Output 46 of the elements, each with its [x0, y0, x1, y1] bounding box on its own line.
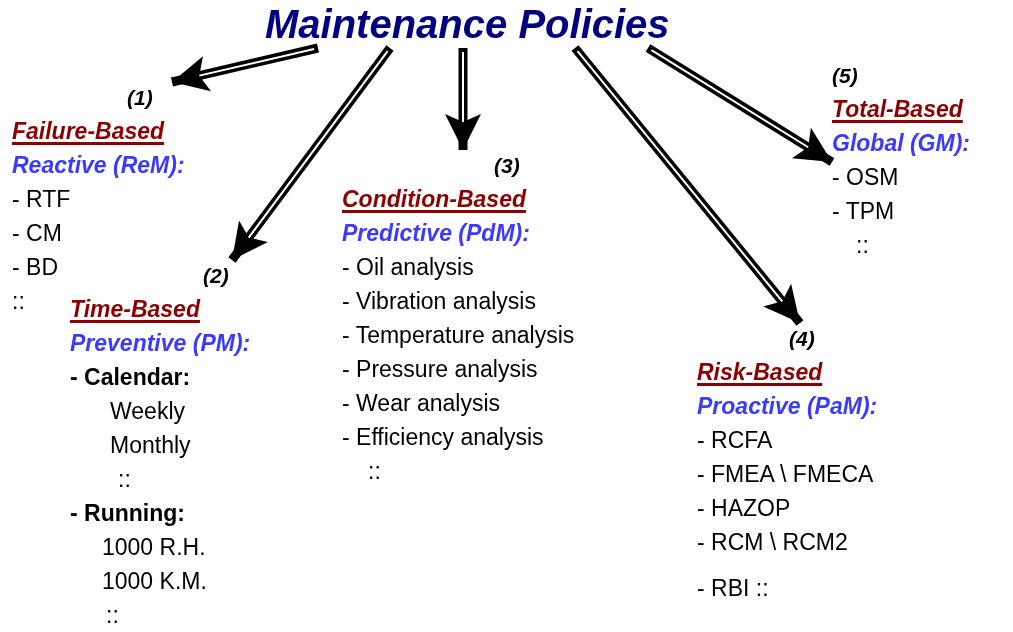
list-item: - CM	[12, 219, 62, 248]
list-item: - Oil analysis	[342, 253, 474, 282]
double-line-arrow	[570, 43, 804, 326]
list-item: - FMEA \ FMECA	[697, 460, 874, 489]
list-item: ::	[368, 457, 381, 486]
list-item: ::	[856, 231, 869, 260]
list-item: - Wear analysis	[342, 389, 501, 418]
category-heading: Total-Based	[832, 95, 963, 124]
list-item: - Efficiency analysis	[342, 423, 544, 452]
list-item: - HAZOP	[697, 494, 791, 523]
list-item: - Vibration analysis	[342, 287, 536, 316]
policy-subheading: Predictive (PdM):	[342, 219, 530, 248]
list-item: - BD	[12, 253, 58, 282]
policy-subheading: Preventive (PM):	[70, 329, 251, 358]
list-item: - TPM	[832, 197, 895, 226]
section-number: (5)	[832, 63, 858, 89]
list-item: - RBI ::	[697, 574, 769, 603]
list-item: - RCFA	[697, 426, 773, 455]
policy-subheading: Global (GM):	[832, 129, 970, 158]
list-item: ::	[106, 601, 119, 630]
category-heading: Time-Based	[70, 295, 200, 324]
list-item: - RTF	[12, 185, 71, 214]
list-item: ::	[118, 465, 131, 494]
category-heading: Risk-Based	[697, 358, 823, 387]
section-number: (4)	[789, 326, 815, 352]
list-item: Monthly	[110, 431, 191, 460]
list-item: 1000 K.M.	[102, 567, 207, 596]
section-number: (1)	[127, 85, 153, 111]
list-item: - OSM	[832, 163, 899, 192]
policy-subheading: Proactive (PaM):	[697, 392, 878, 421]
category-heading: Condition-Based	[342, 185, 526, 214]
double-line-arrow	[228, 43, 395, 263]
list-item: Weekly	[110, 397, 185, 426]
list-item: - Calendar:	[70, 363, 191, 392]
double-line-arrow	[643, 43, 835, 166]
list-item: - Pressure analysis	[342, 355, 538, 384]
section-number: (3)	[494, 153, 520, 179]
list-item: - RCM \ RCM2	[697, 528, 848, 557]
policy-subheading: Reactive (ReM):	[12, 151, 185, 180]
list-item: 1000 R.H.	[102, 533, 206, 562]
section-number: (2)	[203, 263, 229, 289]
category-heading: Failure-Based	[12, 117, 165, 146]
root-node-label: Maintenance Policies	[265, 1, 670, 48]
list-item: - Temperature analysis	[342, 321, 575, 350]
list-item: ::	[12, 287, 25, 316]
list-item: - Running:	[70, 499, 185, 528]
